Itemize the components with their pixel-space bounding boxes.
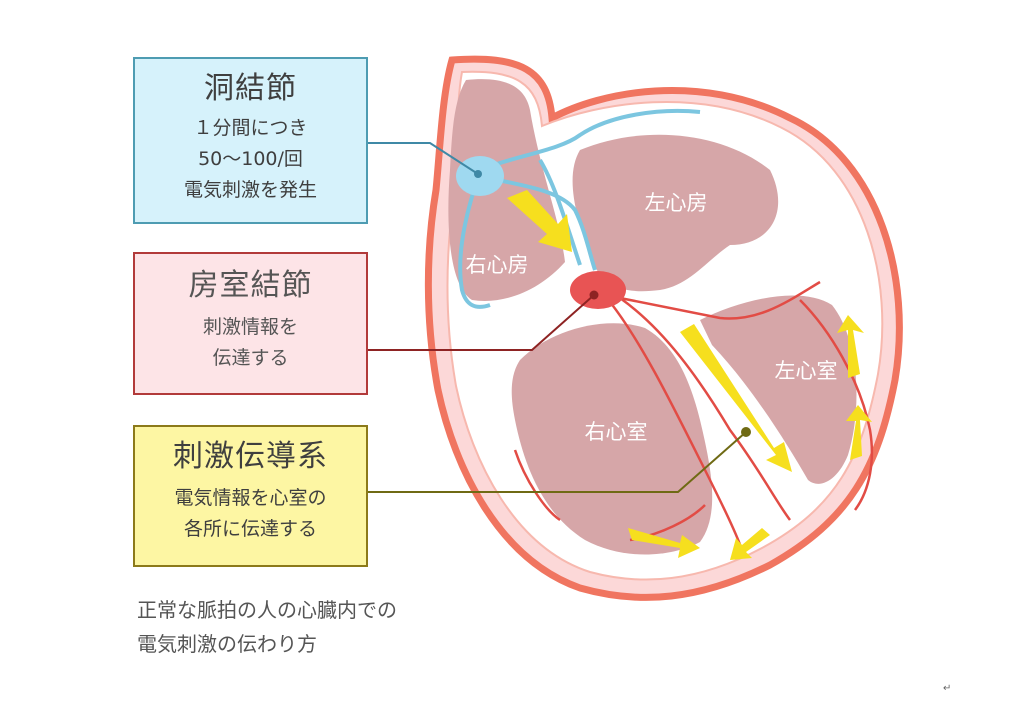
right-ventricle-label: 右心室 bbox=[585, 420, 648, 444]
sa-conduction-lines bbox=[458, 108, 701, 309]
sa-node-desc-line: 電気刺激を発生 bbox=[183, 179, 317, 201]
signal-arrows bbox=[507, 190, 872, 560]
av-node-desc-line: 伝達する bbox=[212, 347, 289, 369]
arrow-lv-up-1 bbox=[837, 315, 864, 378]
left-ventricle-chamber bbox=[700, 295, 857, 484]
conduction-system-title: 刺激伝導系 bbox=[173, 439, 328, 474]
conduction-system-description: 電気情報を心室の 各所に伝達する bbox=[135, 483, 366, 545]
caption-line: 正常な脈拍の人の心臓内での bbox=[137, 598, 397, 622]
sa-node-description: １分間につき 50〜100/回 電気刺激を発生 bbox=[135, 113, 366, 206]
av-leader-line bbox=[368, 294, 595, 351]
av-node-desc-line: 刺激情報を bbox=[202, 316, 298, 338]
arrow-apex-2 bbox=[730, 528, 770, 560]
sa-node-desc-line: １分間につき bbox=[193, 117, 308, 139]
right-ventricle-chamber bbox=[511, 323, 713, 555]
arrow-apex-1 bbox=[628, 528, 700, 558]
figure-caption: 正常な脈拍の人の心臓内での 電気刺激の伝わり方 bbox=[137, 593, 397, 661]
sa-node-title: 洞結節 bbox=[204, 71, 297, 106]
arrow-sa-to-av bbox=[507, 190, 572, 252]
sa-leader-line bbox=[368, 142, 479, 175]
arrow-lv-up-2 bbox=[846, 405, 872, 460]
av-node-description: 刺激情報を 伝達する bbox=[135, 312, 366, 374]
cs-leader-line bbox=[368, 431, 747, 493]
conduction-desc-line: 電気情報を心室の bbox=[174, 487, 327, 509]
arrow-septum-down bbox=[680, 324, 792, 472]
conduction-desc-line: 各所に伝達する bbox=[183, 518, 317, 540]
right-atrium-chamber bbox=[448, 79, 565, 301]
conduction-system-callout: 刺激伝導系 電気情報を心室の 各所に伝達する bbox=[133, 425, 368, 567]
left-ventricle-label: 左心室 bbox=[775, 359, 838, 383]
sa-node-callout: 洞結節 １分間につき 50〜100/回 電気刺激を発生 bbox=[133, 57, 368, 224]
left-atrium-chamber bbox=[572, 134, 779, 292]
av-node bbox=[570, 271, 626, 309]
left-atrium-label: 左心房 bbox=[645, 191, 708, 215]
sa-node-desc-line: 50〜100/回 bbox=[198, 148, 303, 170]
caption-line: 電気刺激の伝わり方 bbox=[137, 632, 317, 656]
av-node-title: 房室結節 bbox=[188, 268, 313, 303]
av-conduction-lines bbox=[513, 280, 874, 551]
av-node-callout: 房室結節 刺激情報を 伝達する bbox=[133, 252, 368, 395]
return-mark-icon: ↵ bbox=[943, 683, 952, 694]
right-atrium-label: 右心房 bbox=[466, 253, 529, 277]
